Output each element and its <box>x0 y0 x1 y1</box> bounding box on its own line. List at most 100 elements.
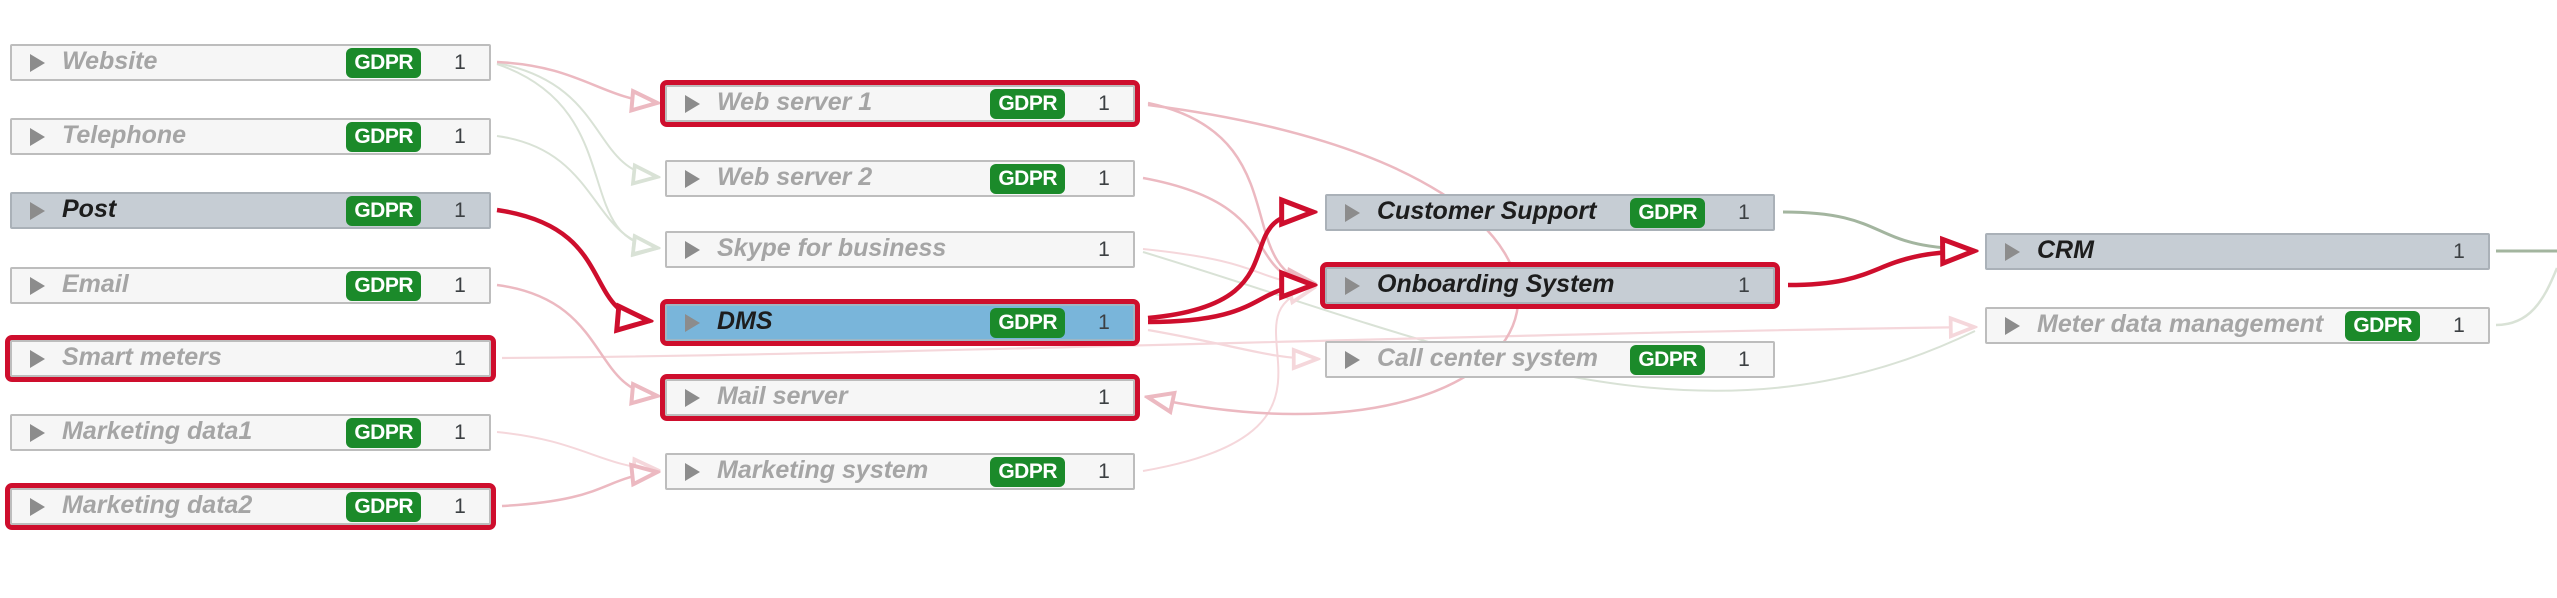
gdpr-badge: GDPR <box>346 491 421 522</box>
gdpr-badge: GDPR <box>1630 344 1705 375</box>
edge-post-to-dms <box>496 207 650 321</box>
expand-triangle-icon[interactable] <box>2005 242 2020 261</box>
node-label: Call center system <box>1377 346 1598 372</box>
expand-triangle-icon[interactable] <box>30 53 45 72</box>
node-email[interactable]: Email GDPR 1 <box>10 267 491 304</box>
edge-email-to-mail-server <box>496 283 658 396</box>
expand-triangle-icon[interactable] <box>2005 316 2020 335</box>
node-count: 1 <box>1738 273 1750 297</box>
node-count: 1 <box>2453 239 2465 263</box>
expand-triangle-icon[interactable] <box>1345 350 1360 369</box>
edge-dms-to-call-center <box>1147 328 1318 359</box>
node-marketing-system[interactable]: Marketing system GDPR 1 <box>665 453 1135 490</box>
edge-website-to-skype <box>496 63 658 248</box>
gdpr-badge: GDPR <box>346 417 421 448</box>
node-count: 1 <box>1738 200 1750 224</box>
node-count: 1 <box>2453 313 2465 337</box>
node-count: 1 <box>1098 310 1110 334</box>
expand-triangle-icon[interactable] <box>30 349 45 368</box>
gdpr-badge: GDPR <box>346 47 421 78</box>
expand-triangle-icon[interactable] <box>685 94 700 113</box>
node-count: 1 <box>1098 459 1110 483</box>
gdpr-badge: GDPR <box>990 163 1065 194</box>
node-label: Smart meters <box>62 345 222 371</box>
node-count: 1 <box>454 124 466 148</box>
node-count: 1 <box>1098 385 1110 409</box>
node-count: 1 <box>454 273 466 297</box>
node-label: Post <box>62 197 117 223</box>
expand-triangle-icon[interactable] <box>685 462 700 481</box>
node-post[interactable]: Post GDPR 1 <box>10 192 491 229</box>
node-telephone[interactable]: Telephone GDPR 1 <box>10 118 491 155</box>
node-mail-server[interactable]: Mail server 1 <box>660 374 1140 421</box>
expand-triangle-icon[interactable] <box>30 201 45 220</box>
node-label: Mail server <box>717 384 848 410</box>
expand-triangle-icon[interactable] <box>685 388 700 407</box>
edge-web-server-1-to-onboarding <box>1147 101 1314 283</box>
edge-telephone-to-skype <box>496 135 658 248</box>
gdpr-badge: GDPR <box>990 307 1065 338</box>
edge-marketing-system-to-onboarding <box>1142 288 1314 472</box>
node-label: Web server 1 <box>717 90 873 116</box>
node-call-center[interactable]: Call center system GDPR 1 <box>1325 341 1775 378</box>
node-label: Onboarding System <box>1377 272 1615 298</box>
node-label: Customer Support <box>1377 199 1597 225</box>
expand-triangle-icon[interactable] <box>30 497 45 516</box>
node-onboarding[interactable]: Onboarding System 1 <box>1320 262 1780 309</box>
node-website[interactable]: Website GDPR 1 <box>10 44 491 81</box>
expand-triangle-icon[interactable] <box>1345 203 1360 222</box>
node-customer-support[interactable]: Customer Support GDPR 1 <box>1325 194 1775 231</box>
expand-triangle-icon[interactable] <box>685 240 700 259</box>
edge-onboarding-to-crm <box>1787 251 1975 288</box>
node-count: 1 <box>1098 166 1110 190</box>
expand-triangle-icon[interactable] <box>30 127 45 146</box>
node-label: Telephone <box>62 123 187 149</box>
node-label: Marketing system <box>717 458 929 484</box>
node-count: 1 <box>454 346 466 370</box>
node-marketing-data1[interactable]: Marketing data1 GDPR 1 <box>10 414 491 451</box>
edge-web-server-1-to-mail-server <box>1147 103 1520 416</box>
node-label: CRM <box>2037 238 2094 264</box>
node-count: 1 <box>454 50 466 74</box>
gdpr-badge: GDPR <box>346 121 421 152</box>
node-label: Web server 2 <box>717 165 873 191</box>
node-web-server-1[interactable]: Web server 1 GDPR 1 <box>660 80 1140 127</box>
edge-smart-meters-to-meter-data-mgmt <box>501 327 1975 360</box>
node-count: 1 <box>454 494 466 518</box>
gdpr-badge: GDPR <box>1630 197 1705 228</box>
node-count: 1 <box>454 198 466 222</box>
node-count: 1 <box>1738 347 1750 371</box>
expand-triangle-icon[interactable] <box>30 423 45 442</box>
edge-marketing-data2-to-marketing-system <box>501 472 658 508</box>
edge-dms-to-onboarding <box>1147 285 1314 325</box>
node-label: Email <box>62 272 129 298</box>
node-label: Meter data management <box>2037 312 2324 338</box>
edge-website-to-web-server-1 <box>496 60 658 103</box>
node-web-server-2[interactable]: Web server 2 GDPR 1 <box>665 160 1135 197</box>
gdpr-badge: GDPR <box>990 88 1065 119</box>
edge-dms-to-customer-support <box>1147 212 1314 321</box>
gdpr-badge: GDPR <box>990 456 1065 487</box>
node-label: DMS <box>717 309 773 335</box>
node-label: Website <box>62 49 158 75</box>
node-label: Marketing data1 <box>62 419 253 445</box>
node-count: 1 <box>1098 237 1110 261</box>
expand-triangle-icon[interactable] <box>685 313 700 332</box>
node-count: 1 <box>454 420 466 444</box>
gdpr-badge: GDPR <box>346 270 421 301</box>
gdpr-badge: GDPR <box>346 195 421 226</box>
edge-website-to-web-server-2 <box>496 62 658 177</box>
edge-web-server-2-to-onboarding <box>1142 176 1314 284</box>
node-count: 1 <box>1098 91 1110 115</box>
node-smart-meters[interactable]: Smart meters 1 <box>5 335 496 382</box>
node-crm[interactable]: CRM 1 <box>1985 233 2490 270</box>
expand-triangle-icon[interactable] <box>1345 276 1360 295</box>
expand-triangle-icon[interactable] <box>30 276 45 295</box>
node-dms[interactable]: DMS GDPR 1 <box>660 299 1140 346</box>
expand-triangle-icon[interactable] <box>685 169 700 188</box>
